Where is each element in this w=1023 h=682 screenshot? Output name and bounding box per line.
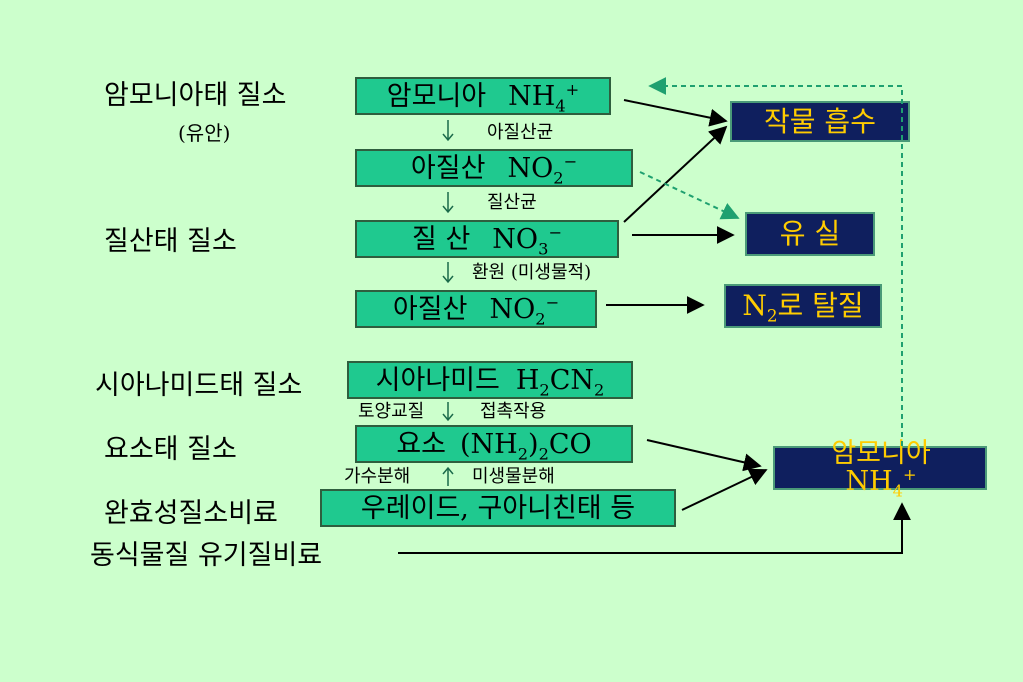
crop-uptake-text: 작물 흡수	[764, 104, 876, 138]
nitrite-box-2-name: 아질산	[392, 293, 468, 325]
crop-uptake-box: 작물 흡수	[730, 101, 910, 142]
step-arrow-1	[442, 120, 454, 142]
process-step-arrows	[442, 120, 454, 486]
urea-box-name: 요소	[396, 428, 446, 460]
nitrate-box-name: 질 산	[412, 223, 471, 255]
denitrification-box: N2로 탈질	[724, 284, 882, 328]
arrow-ammonia-to-crop	[623, 99, 728, 127]
loss-box: 유 실	[745, 212, 875, 256]
urea-box: 요소 (NH2)2CO	[355, 425, 633, 463]
step-arrow-3	[442, 262, 454, 284]
arrow-organic-to-ammonia	[398, 502, 911, 554]
urea-box-formula: (NH2)2CO	[460, 428, 592, 463]
microbial-decomposition-label: 미생물분해	[472, 466, 555, 487]
nitrite-box-1-formula: NO2−	[507, 151, 578, 187]
arrow-nitrate-to-crop	[623, 125, 728, 223]
ammonia-box: 암모니아 NH4+	[355, 77, 611, 115]
ammonia-final-name: 암모니아	[831, 438, 931, 469]
cyanamide-box: 시아나미드 H2CN2	[347, 361, 633, 399]
nitrate-nitrogen-label: 질산태 질소	[104, 226, 237, 257]
denitrification-text: N2로 탈질	[742, 289, 864, 326]
ammonia-box-name: 암모니아	[386, 80, 487, 112]
ammonia-final-formula: NH4+	[845, 465, 917, 501]
soil-exchange-label: 토양교질	[358, 401, 425, 422]
ammonia-final-box	[773, 446, 987, 490]
hydrolysis-label: 가수분해	[344, 466, 411, 487]
ureide-box: 우레이드, 구아니친태 등	[320, 489, 676, 527]
nitrate-bacteria-label: 질산균	[487, 192, 537, 213]
nitrite-box-2: 아질산 NO2−	[355, 290, 597, 328]
cyanamide-nitrogen-label: 시아나미드태 질소	[95, 370, 303, 401]
step-arrow-2	[442, 192, 454, 214]
reduction-label: 환원 (미생물적)	[472, 262, 592, 283]
step-arrow-4	[442, 402, 454, 422]
loss-text: 유 실	[779, 217, 841, 250]
nitrite-bacteria-label: 아질산균	[487, 122, 554, 143]
dashed-arrow-nitrite-to-loss	[639, 171, 740, 220]
ammonia-final-text: 암모니아 NH4+	[775, 438, 987, 501]
cyanamide-box-formula: H2CN2	[515, 364, 605, 399]
organic-fertilizer-label: 동식물질 유기질비료	[90, 540, 323, 571]
arrow-ureide-to-ammonia	[681, 468, 768, 511]
cyanamide-box-name: 시아나미드	[375, 364, 500, 396]
ureide-box-text: 우레이드, 구아니친태 등	[360, 492, 636, 524]
urea-nitrogen-label: 요소태 질소	[104, 434, 237, 465]
ammonium-nitrogen-label: 암모니아태 질소	[104, 80, 287, 111]
dashed-arrow-ammonia-recycle	[648, 77, 903, 446]
contact-action-label: 접촉작용	[480, 401, 547, 422]
step-arrow-5	[442, 466, 454, 486]
nitrate-box-formula: NO3−	[492, 222, 562, 258]
arrow-urea-to-ammonia	[646, 439, 762, 472]
nitrite-box-1-name: 아질산	[410, 152, 486, 184]
slow-release-fertilizer-label: 완효성질소비료	[104, 498, 278, 529]
ammonium-sulfate-label: (유안)	[178, 121, 231, 145]
nitrite-box-2-formula: NO2−	[489, 292, 560, 328]
nitrite-box-1: 아질산 NO2−	[355, 149, 633, 187]
ammonia-box-formula: NH4+	[508, 79, 580, 115]
nitrate-box: 질 산 NO3−	[355, 220, 619, 258]
